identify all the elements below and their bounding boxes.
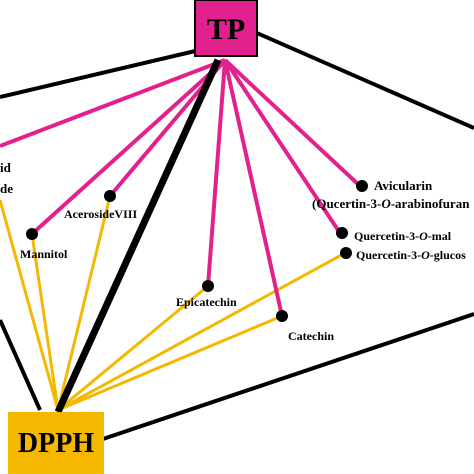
tp-edge-epicatechin [206,59,227,287]
label-q-mal-italic: O [419,229,428,243]
label-epicatechin: Epicatechin [176,295,237,309]
label-partial-left-2: de [0,181,13,196]
label-q-glu-post: -glucos [430,248,466,262]
outline-edge-tp-right [249,28,474,130]
tp-edge-avicularin [223,58,362,188]
tp-dpph-main-edge [54,58,222,414]
dot-quercetin-mal [336,227,348,239]
label-mannitol: Mannitol [20,247,68,261]
label-aceroside: AcerosideVIII [64,207,137,221]
tp-edge-catechin [223,59,284,317]
dpph-edge-partial-left [0,199,60,411]
tp-edge-partial-left [0,58,226,148]
compound-labels: id de AcerosideVIII Mannitol Epicatechin… [0,160,470,343]
tp-node[interactable]: TP [194,0,258,57]
label-catechin: Catechin [288,329,334,343]
label-q-glu-italic: O [421,248,430,262]
tp-edges [0,58,362,317]
label-avicularin-sub: (Qucertin-3-O-arabinofuran [312,196,470,211]
compound-dots [26,180,368,322]
label-avicularin-sub-open: (Qucertin-3- [312,196,381,211]
label-q-mal-post: -mal [428,229,452,243]
tp-edge-quercetin-mal [223,58,342,235]
dpph-edge-mannitol [30,233,60,411]
outline-edge-left-dpph [0,319,42,411]
dot-mannitol [26,228,38,240]
outline-group [0,28,474,442]
label-quercetin-mal: Quercetin-3-O-mal [354,229,452,243]
dot-avicularin [356,180,368,192]
dpph-node-box [8,412,104,474]
tp-edge-mannitol [30,58,227,236]
label-partial-left-1: id [0,160,12,175]
tp-node-box [194,0,258,57]
label-avicularin-sub-close: -arabinofuran [391,196,471,211]
dpph-edges [0,195,346,412]
dpph-node[interactable]: DPPH [8,412,104,474]
label-q-mal-pre: Quercetin-3- [354,229,419,243]
dot-aceroside [104,190,116,202]
tp-node-label: TP [207,13,245,46]
dpph-node-label: DPPH [18,428,94,459]
dot-quercetin-glucos [340,247,352,259]
dot-catechin [276,310,288,322]
outline-edge-dpph-right [99,312,474,442]
dpph-edge-quercetin-glucos [57,251,346,412]
label-q-glu-pre: Quercetin-3- [356,248,421,262]
dpph-edge-epicatechin [57,284,209,412]
dot-epicatechin [202,280,214,292]
outline-edge-tp-left [0,46,209,99]
label-avicularin-sub-italic: O [381,196,391,211]
label-avicularin: Avicularin [374,178,433,193]
dpph-edge-aceroside [56,195,112,411]
label-quercetin-glucos: Quercetin-3-O-glucos [356,248,466,262]
dpph-edge-catechin [57,314,283,412]
